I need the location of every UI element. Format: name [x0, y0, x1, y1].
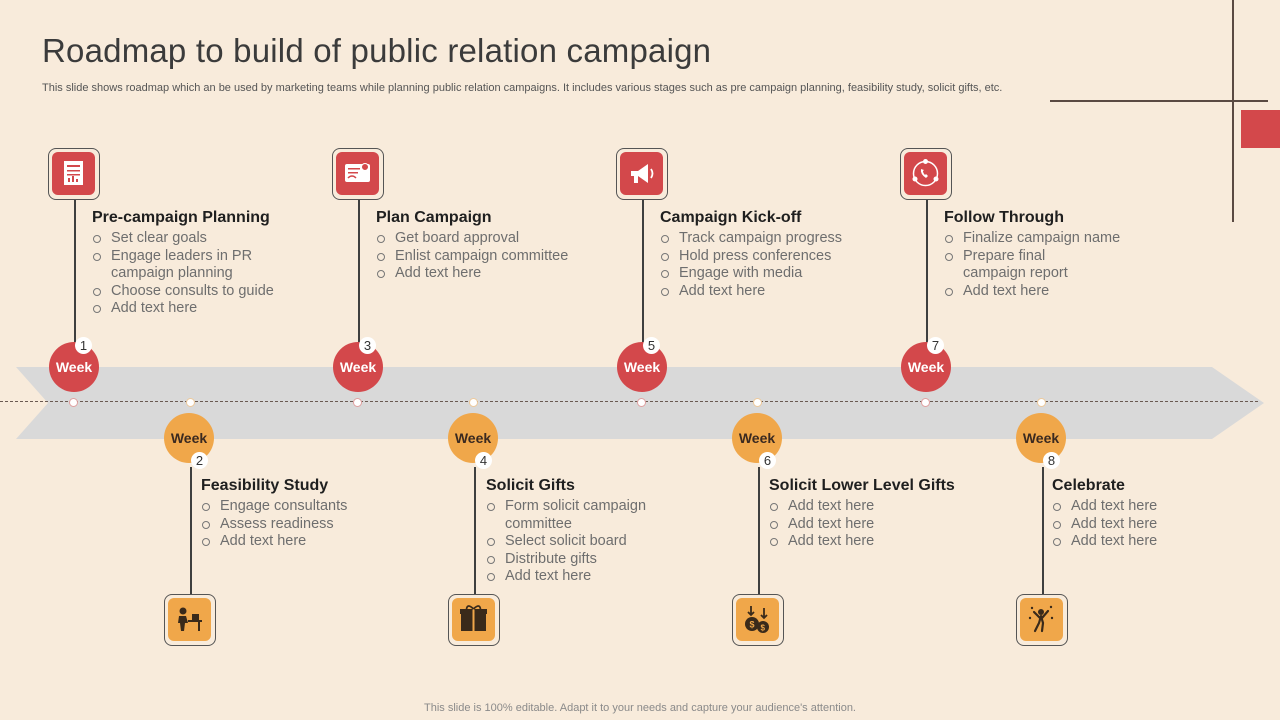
stage-2-icon-box: [164, 594, 216, 646]
stage-7-block: Follow Through Finalize campaign name Pr…: [944, 209, 1204, 300]
stage-item: Get board approval: [376, 230, 636, 248]
timeline-dot: [753, 398, 762, 407]
stage-6-icon-box: $ $: [732, 594, 784, 646]
stage-8-block: Celebrate Add text here Add text here Ad…: [1052, 477, 1280, 551]
connector-line: [358, 200, 360, 345]
stage-item: Set clear goals: [92, 230, 352, 248]
stage-title: Plan Campaign: [376, 209, 492, 226]
stage-title: Celebrate: [1052, 477, 1125, 494]
week-marker: Week: [617, 342, 667, 392]
connector-line: [474, 467, 476, 595]
stage-item: Select solicit board: [486, 533, 746, 551]
week-marker: Week: [49, 342, 99, 392]
stage-item: Add text here: [201, 533, 461, 551]
certificate-icon: [345, 163, 370, 182]
timeline-dot: [921, 398, 930, 407]
stage-3-icon-box: [332, 148, 384, 200]
stage-item: Engage leaders in PR campaign planning: [92, 248, 286, 283]
stage-1-icon-box: [48, 148, 100, 200]
timeline-dashed-line: [0, 401, 1258, 402]
stage-6-block: Solicit Lower Level Gifts Add text here …: [769, 477, 1029, 551]
stage-title: Campaign Kick-off: [660, 209, 802, 226]
stage-item: Engage consultants: [201, 498, 461, 516]
connector-line: [74, 200, 76, 345]
stage-4-block: Solicit Gifts Form solicit campaign comm…: [486, 477, 746, 586]
stage-number: 6: [759, 452, 776, 469]
phone-network-icon: [912, 159, 939, 187]
stage-item: Add text here: [376, 265, 636, 283]
svg-text:$: $: [750, 620, 755, 630]
celebration-icon: [1028, 605, 1054, 633]
decorative-red-square: [1241, 110, 1280, 148]
stage-item: Form solicit campaign committee: [486, 498, 655, 533]
stage-item: Prepare final campaign report: [944, 248, 1093, 283]
week-marker: Week: [333, 342, 383, 392]
stage-8-icon-box: [1016, 594, 1068, 646]
money-bags-icon: $ $: [745, 606, 769, 633]
timeline-dot: [1037, 398, 1046, 407]
decorative-vertical-line: [1232, 0, 1234, 222]
stage-5-block: Campaign Kick-off Track campaign progres…: [660, 209, 920, 300]
decorative-horizontal-line: [1050, 100, 1268, 102]
stage-number: 5: [643, 337, 660, 354]
stage-item: Add text here: [769, 533, 1029, 551]
stage-item: Add text here: [1052, 533, 1280, 551]
connector-line: [1042, 467, 1044, 595]
stage-number: 4: [475, 452, 492, 469]
connector-line: [190, 467, 192, 595]
stage-item: Finalize campaign name: [944, 230, 1204, 248]
stage-item: Add text here: [769, 498, 1029, 516]
stage-7-icon-box: [900, 148, 952, 200]
stage-number: 1: [75, 337, 92, 354]
footer-note: This slide is 100% editable. Adapt it to…: [424, 702, 856, 714]
timeline-dot: [469, 398, 478, 407]
megaphone-icon: [631, 164, 654, 183]
week-marker: Week: [164, 413, 214, 463]
stage-1-block: Pre-campaign Planning Set clear goals En…: [92, 209, 352, 318]
stage-4-icon-box: [448, 594, 500, 646]
stage-item: Hold press conferences: [660, 248, 920, 266]
stage-item: Add text here: [92, 300, 352, 318]
report-document-icon: [64, 161, 83, 185]
timeline-dot: [186, 398, 195, 407]
stage-2-block: Feasibility Study Engage consultants Ass…: [201, 477, 461, 551]
page-title: Roadmap to build of public relation camp…: [42, 32, 712, 69]
connector-line: [926, 200, 928, 345]
stage-item: Choose consults to guide: [92, 283, 352, 301]
svg-text:$: $: [761, 624, 766, 633]
page-subtitle: This slide shows roadmap which an be use…: [42, 82, 1003, 94]
stage-title: Pre-campaign Planning: [92, 209, 270, 226]
stage-item: Add text here: [944, 283, 1204, 301]
stage-5-icon-box: [616, 148, 668, 200]
gift-box-icon: [460, 605, 487, 631]
stage-number: 8: [1043, 452, 1060, 469]
stage-item: Add text here: [769, 516, 1029, 534]
stage-item: Add text here: [660, 283, 920, 301]
stage-item: Add text here: [1052, 516, 1280, 534]
stage-item: Add text here: [1052, 498, 1280, 516]
stage-number: 3: [359, 337, 376, 354]
timeline-dot: [353, 398, 362, 407]
stage-item: Engage with media: [660, 265, 920, 283]
timeline-dot: [69, 398, 78, 407]
stage-number: 2: [191, 452, 208, 469]
connector-line: [642, 200, 644, 345]
stage-item: Add text here: [486, 568, 746, 586]
stage-title: Solicit Lower Level Gifts: [769, 477, 955, 494]
stage-3-block: Plan Campaign Get board approval Enlist …: [376, 209, 636, 283]
stage-number: 7: [927, 337, 944, 354]
stage-item: Distribute gifts: [486, 551, 746, 569]
person-at-desk-icon: [178, 607, 202, 631]
week-marker: Week: [901, 342, 951, 392]
stage-item: Enlist campaign committee: [376, 248, 636, 266]
stage-item: Assess readiness: [201, 516, 461, 534]
stage-item: Track campaign progress: [660, 230, 920, 248]
stage-title: Feasibility Study: [201, 477, 329, 494]
connector-line: [758, 467, 760, 595]
timeline-dot: [637, 398, 646, 407]
stage-title: Solicit Gifts: [486, 477, 575, 494]
stage-title: Follow Through: [944, 209, 1064, 226]
